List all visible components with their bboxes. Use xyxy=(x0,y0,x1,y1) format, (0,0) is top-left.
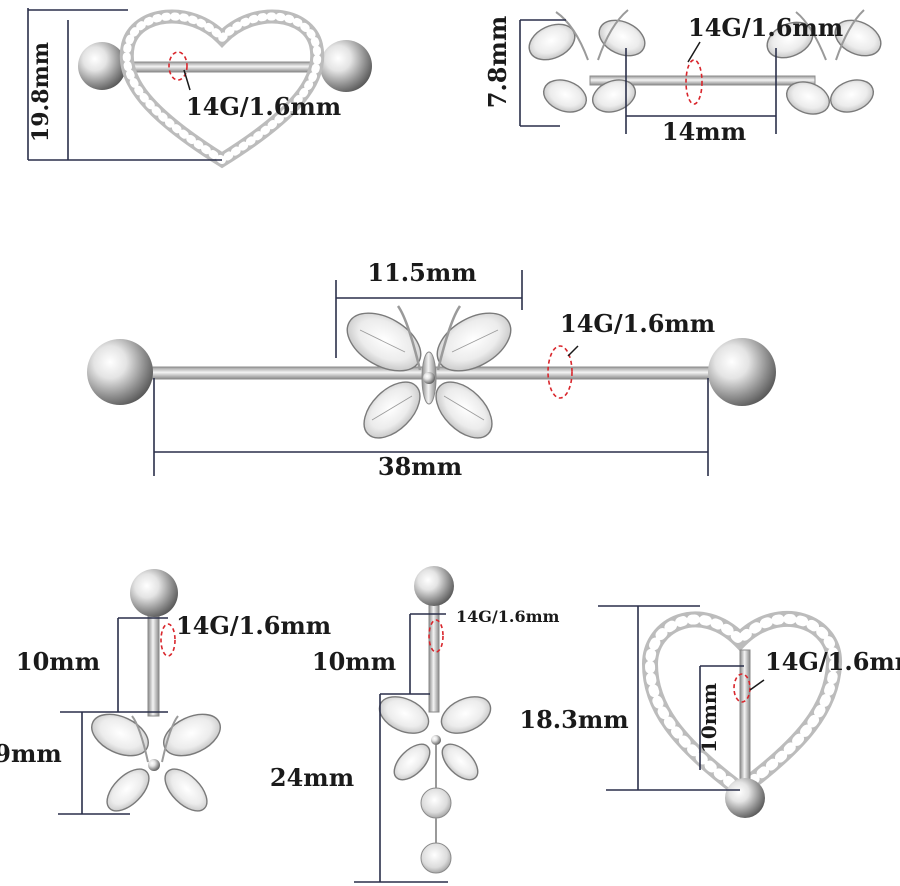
belly-butterfly-gauge-marker xyxy=(160,623,176,657)
belly-heart-stones xyxy=(644,613,840,797)
butterfly-barbell-gauge-leader xyxy=(687,41,701,63)
belly-butterfly xyxy=(91,569,221,812)
heart-barbell-height-label: 19.8mm xyxy=(28,42,54,142)
belly-heart xyxy=(641,610,842,818)
belly-butterfly-ball xyxy=(130,569,178,617)
heart-barbell-gauge-leader xyxy=(183,69,191,91)
belly-dangle-charm-label: 24mm xyxy=(270,763,354,792)
heart-barbell-bar xyxy=(111,61,328,73)
butterfly-barbell-length-label: 14mm xyxy=(662,117,746,146)
belly-dangle xyxy=(378,566,492,874)
belly-butterfly-charm xyxy=(91,713,221,812)
industrial-gauge-marker xyxy=(547,345,573,399)
heart-barbell-right-ball xyxy=(320,40,372,92)
butterfly-barbell xyxy=(528,9,882,115)
heart-barbell xyxy=(78,9,372,169)
industrial-length-label: 38mm xyxy=(378,452,462,481)
belly-heart-bar xyxy=(739,649,751,801)
belly-heart-ball xyxy=(725,778,765,818)
industrial-barbell xyxy=(87,305,776,439)
belly-heart-gauge-marker xyxy=(733,673,751,703)
butterfly-barbell-gauge-label: 14G/1.6mm xyxy=(688,13,843,42)
heart-stones xyxy=(122,12,322,165)
butterfly-barbell-gauge-marker xyxy=(685,59,703,105)
belly-dangle-ball xyxy=(414,566,454,606)
belly-dangle-charm xyxy=(378,696,492,874)
heart-barbell-left-ball xyxy=(78,42,126,90)
industrial-left-ball xyxy=(87,339,153,405)
belly-dangle-gauge-label: 14G/1.6mm xyxy=(456,607,560,626)
industrial-gauge-label: 14G/1.6mm xyxy=(560,309,715,338)
belly-butterfly-bar xyxy=(147,605,160,717)
industrial-gauge-leader xyxy=(567,345,579,357)
heart-barbell-gauge-marker xyxy=(168,51,188,81)
industrial-charm-width-label: 11.5mm xyxy=(367,258,476,287)
belly-dangle-gauge-marker xyxy=(428,619,444,653)
industrial-butterfly-charm xyxy=(346,305,512,439)
belly-heart-gauge-leader xyxy=(749,679,765,691)
heart-barbell-gauge-label: 14G/1.6mm xyxy=(186,92,341,121)
belly-dangle-bar-label: 10mm xyxy=(312,647,396,676)
industrial-right-ball xyxy=(708,338,776,406)
belly-heart-gauge-label: 14G/1.6mm xyxy=(765,647,900,676)
butterfly-barbell-height-label: 7.8mm xyxy=(483,16,512,109)
belly-butterfly-bar-label: 10mm xyxy=(16,647,100,676)
belly-heart-height-label: 18.3mm xyxy=(519,705,628,734)
belly-butterfly-charm-label: 9mm xyxy=(0,739,62,768)
butterfly-barbell-right-charm xyxy=(766,9,882,115)
butterfly-barbell-left-charm xyxy=(528,9,646,113)
belly-heart-bar-label: 10mm xyxy=(697,683,721,753)
belly-butterfly-gauge-label: 14G/1.6mm xyxy=(176,611,331,640)
